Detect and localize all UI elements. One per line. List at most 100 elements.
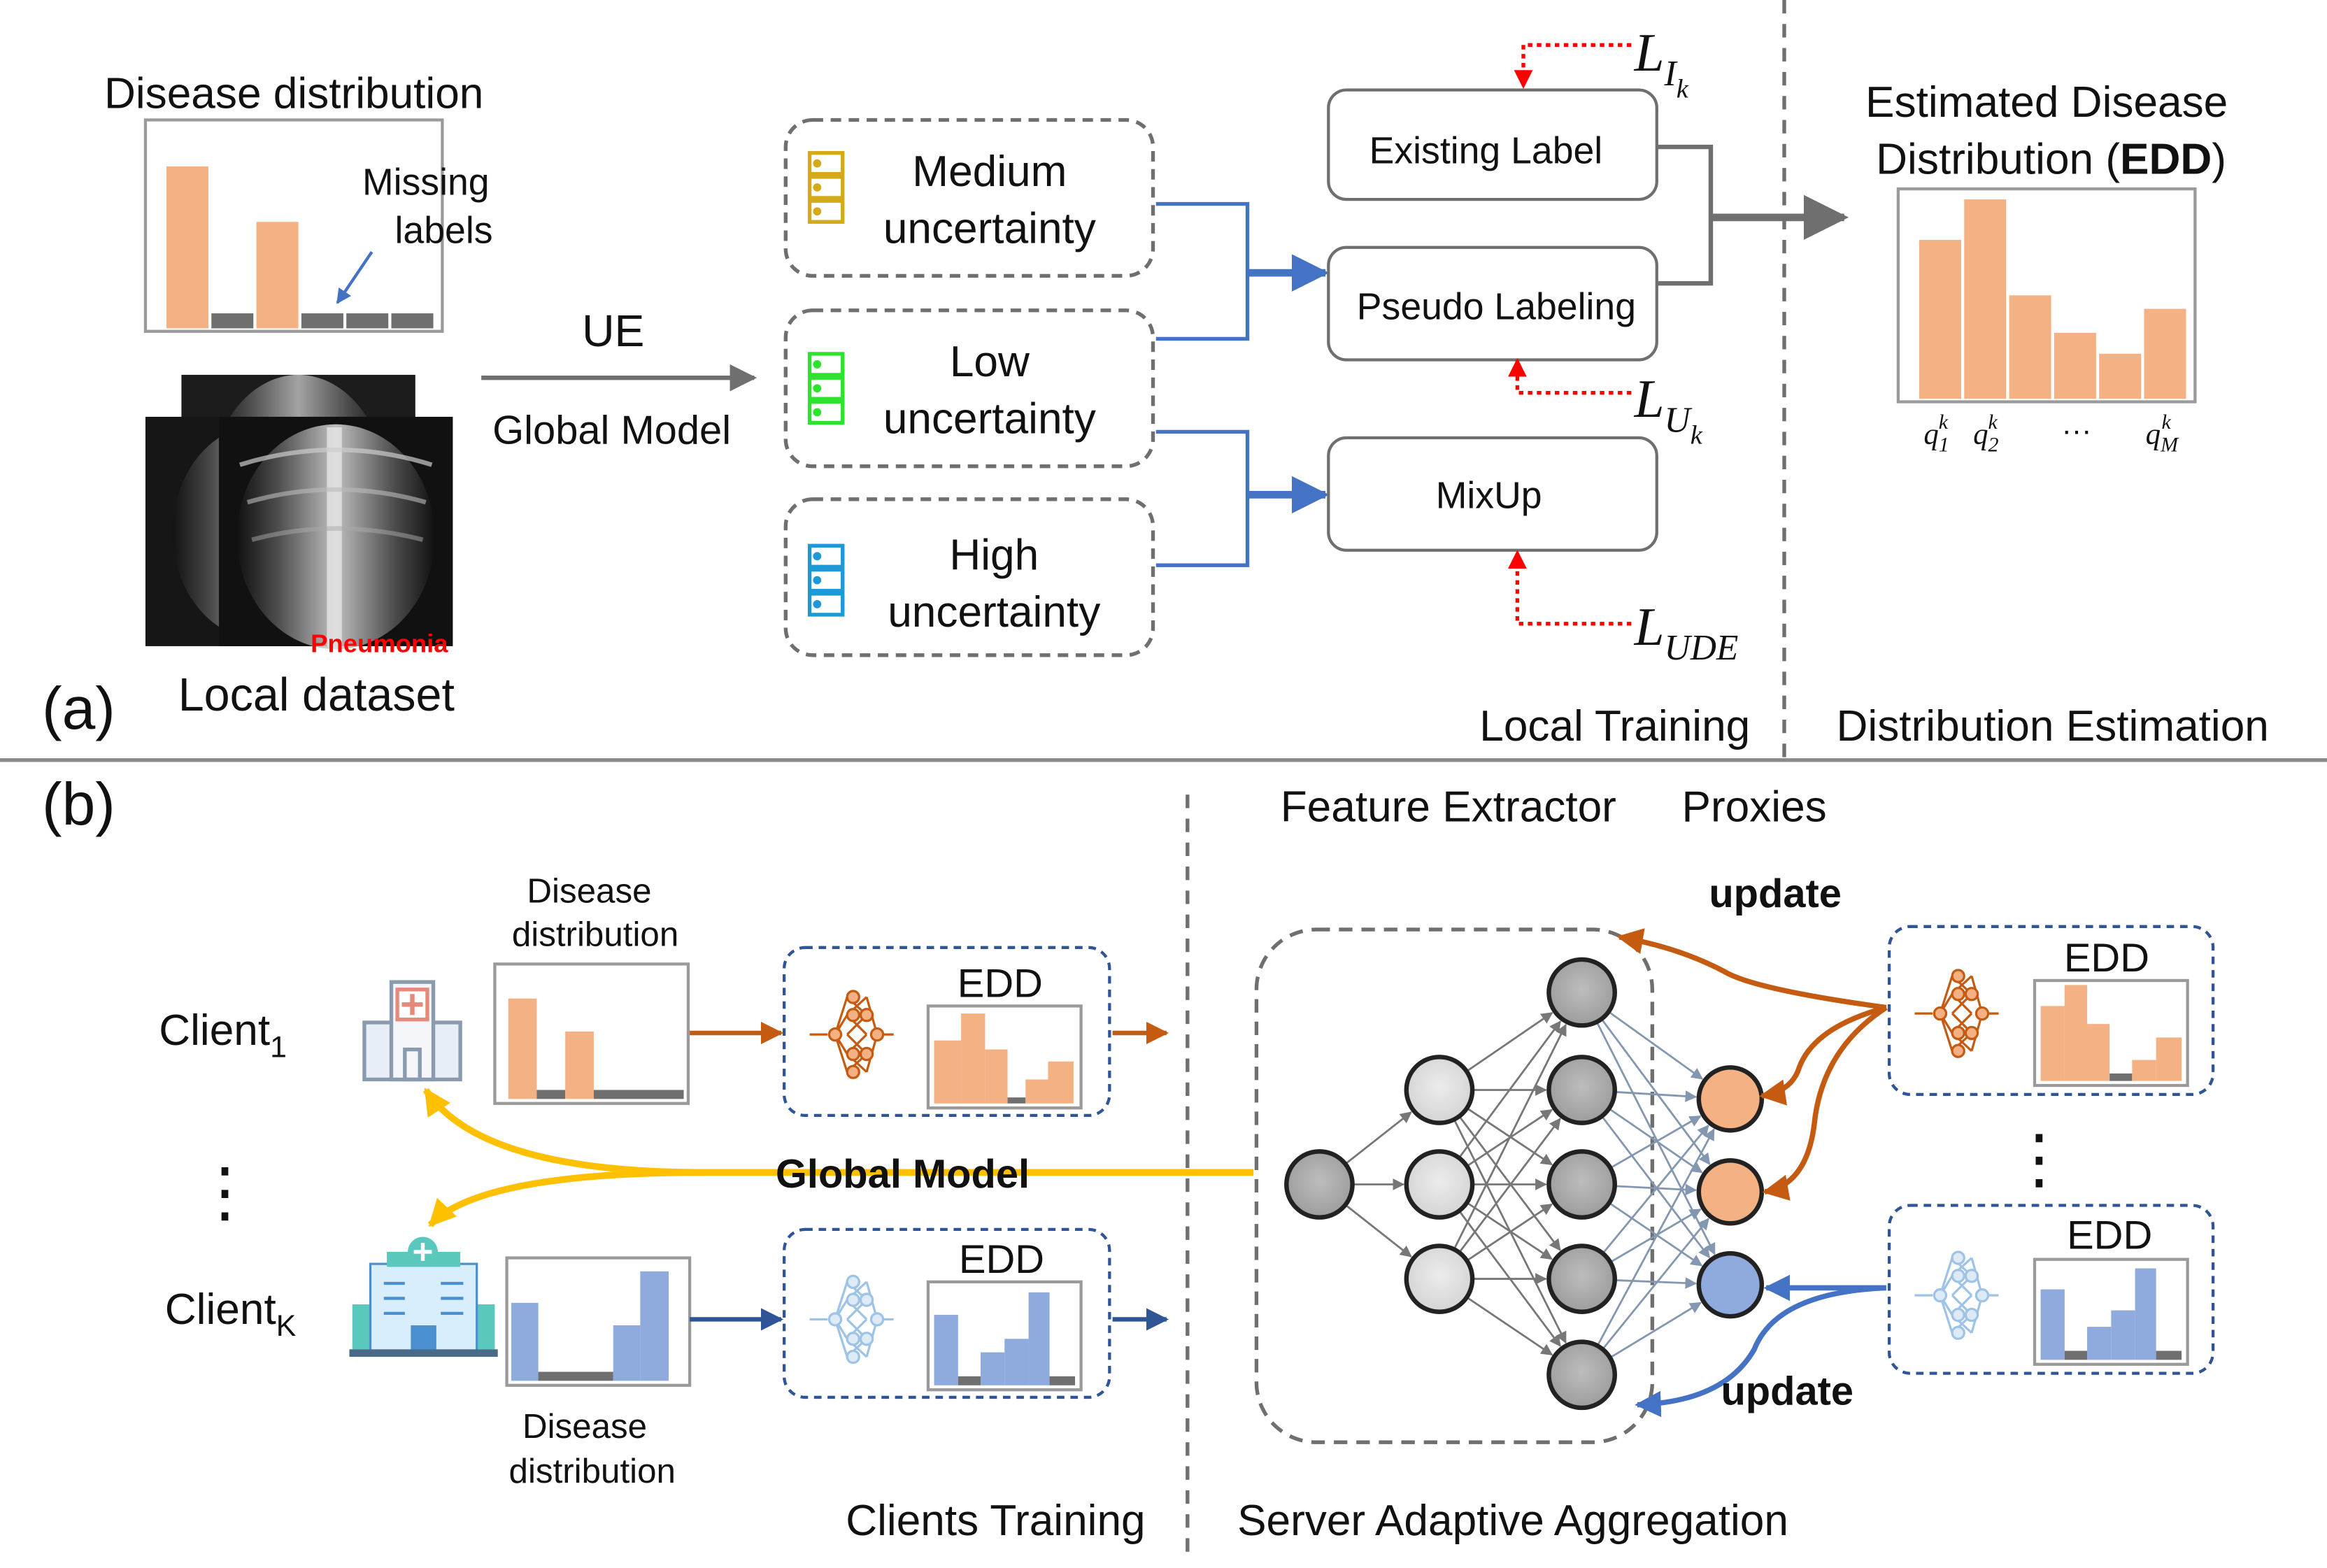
- hidden1-node-3: [1404, 1243, 1475, 1314]
- edd-tick-q2-sub: 2: [1988, 433, 1999, 456]
- pseudo-labeling-box: [1327, 245, 1658, 362]
- client1-subscript: 1: [270, 1030, 287, 1064]
- proxy-node-orange-2: [1696, 1158, 1765, 1226]
- disease-distribution-top-line2: distribution: [512, 915, 678, 954]
- network-edge: [1346, 1204, 1412, 1257]
- c1-dd-bar-1: [508, 998, 537, 1099]
- edd-tick-q2: q2k: [1973, 411, 1998, 456]
- uncertainty-connectors: [1155, 201, 1250, 567]
- client1-distribution-bars: [508, 998, 684, 1099]
- loss-i-label: LIk: [1634, 22, 1689, 104]
- dd-bar-2-missing: [211, 313, 254, 329]
- edd-bar-6: [2144, 308, 2186, 399]
- hospital-icon: [362, 980, 462, 1082]
- existing-label-text: Existing Label: [1369, 130, 1603, 172]
- mixup-text: MixUp: [1436, 475, 1542, 517]
- clientk-edd-bars: [934, 1292, 1076, 1385]
- low-uncertainty-line2: uncertainty: [883, 395, 1096, 443]
- client1-edd-label: EDD: [958, 962, 1043, 1006]
- edd-bar-4: [2054, 332, 2096, 399]
- edd-tick-qm-q: q: [2146, 418, 2161, 451]
- clientk-subscript: K: [276, 1309, 297, 1343]
- hidden2-node-3: [1546, 1149, 1617, 1220]
- low-uncertainty-box: Low uncertainty: [783, 308, 1155, 469]
- hidden2-node-5: [1546, 1339, 1617, 1411]
- missing-labels-arrow: [336, 250, 373, 304]
- clientk-label: ClientK: [165, 1285, 297, 1343]
- server-vertical-dots: ⋮: [2006, 1122, 2072, 1195]
- edd-bar-1: [1919, 239, 1961, 399]
- proxy-node-orange-1: [1696, 1065, 1765, 1133]
- network-edge: [1453, 1023, 1567, 1249]
- edd-title-line2: Distribution (EDD): [1876, 136, 2226, 184]
- network-icon-orange: [809, 990, 894, 1079]
- panel-a-tag: (a): [42, 675, 115, 742]
- edd-bar-5: [2099, 353, 2142, 399]
- edd-title-line1: Estimated Disease: [1865, 78, 2228, 127]
- network-edges: [1346, 1011, 1716, 1358]
- xray-stack-image: [145, 374, 453, 650]
- loss-ude-sub: UDE: [1665, 628, 1739, 668]
- edd-tick-q2-q: q: [1973, 418, 1988, 451]
- server-aggregation-label: Server Adaptive Aggregation: [1237, 1497, 1788, 1545]
- hidden2-node-2: [1546, 1055, 1617, 1125]
- edd-bar-2: [1964, 199, 2007, 399]
- global-model-broadcast-arrows: [422, 1088, 1254, 1227]
- edd-title-post: ): [2212, 136, 2226, 184]
- edd-bars-a: [1919, 199, 2186, 399]
- clients-training-label: Clients Training: [846, 1497, 1145, 1545]
- update-label-bottom: update: [1721, 1369, 1853, 1414]
- global-model-label-b: Global Model: [776, 1152, 1030, 1197]
- proxies-label: Proxies: [1681, 783, 1826, 832]
- edd-tick-qm-sub: M: [2160, 433, 2179, 456]
- local-dataset-label: Local dataset: [178, 669, 455, 721]
- loss-u-arrow: [1508, 357, 1632, 395]
- clientk-label-text: Client: [165, 1285, 276, 1334]
- proxy-node-blue: [1696, 1250, 1765, 1319]
- hidden2-node-4: [1546, 1243, 1617, 1314]
- network-icon-orange: [1914, 969, 1999, 1058]
- edd-tick-q1-sup: k: [1939, 411, 1949, 434]
- hidden1-node-2: [1404, 1149, 1475, 1220]
- pseudo-labeling-text: Pseudo Labeling: [1357, 286, 1636, 328]
- distribution-estimation-label: Distribution Estimation: [1837, 702, 2269, 750]
- edd-tick-qm: qMk: [2146, 411, 2179, 456]
- medium-uncertainty-line2: uncertainty: [883, 204, 1096, 252]
- c1-dd-bar-2: [536, 1090, 566, 1099]
- loss-u-sub: U: [1665, 400, 1693, 440]
- dd-bar-5-missing: [346, 313, 389, 329]
- building-hospital-icon: [349, 1236, 498, 1357]
- network-nodes: [1284, 957, 1765, 1411]
- edd-tick-q1-q: q: [1923, 418, 1938, 451]
- edd-title-pre: Distribution (: [1876, 136, 2120, 184]
- merge-connector: [1656, 144, 1714, 286]
- loss-u-label: LUk: [1634, 369, 1703, 450]
- edd-bar-3: [2009, 295, 2051, 399]
- low-uncertainty-line1: Low: [950, 338, 1030, 386]
- edd-tick-q1: q1k: [1923, 411, 1949, 456]
- server-edd-bars-k: [2040, 1268, 2182, 1360]
- c1-dd-bar-4: [593, 1090, 684, 1099]
- ck-dd-bar-2: [538, 1371, 613, 1381]
- server-edd-label-k: EDD: [2067, 1213, 2152, 1258]
- dd-bar-4-missing: [301, 313, 343, 329]
- network-edge: [1597, 1128, 1715, 1346]
- edd-tick-q1-sub: 1: [1939, 433, 1949, 456]
- client1-label-text: Client: [159, 1006, 270, 1055]
- network-icon-blue: [809, 1274, 894, 1364]
- mixup-box: [1327, 436, 1658, 552]
- missing-labels-line1: Missing: [362, 162, 490, 204]
- clientk-edd-label: EDD: [959, 1237, 1044, 1282]
- local-training-label: Local Training: [1479, 702, 1750, 750]
- input-node: [1284, 1149, 1355, 1220]
- server-edd-bars-1: [2040, 985, 2182, 1081]
- loss-ude-main: L: [1634, 597, 1665, 657]
- network-edge: [1601, 1019, 1711, 1166]
- update-arrows-blue: [1635, 1274, 1886, 1418]
- clientk-distribution-bars: [511, 1271, 669, 1381]
- dd-bar-1: [166, 166, 208, 329]
- loss-u-main: L: [1634, 369, 1665, 429]
- high-uncertainty-box: High uncertainty: [783, 497, 1155, 657]
- loss-i-main: L: [1634, 22, 1665, 83]
